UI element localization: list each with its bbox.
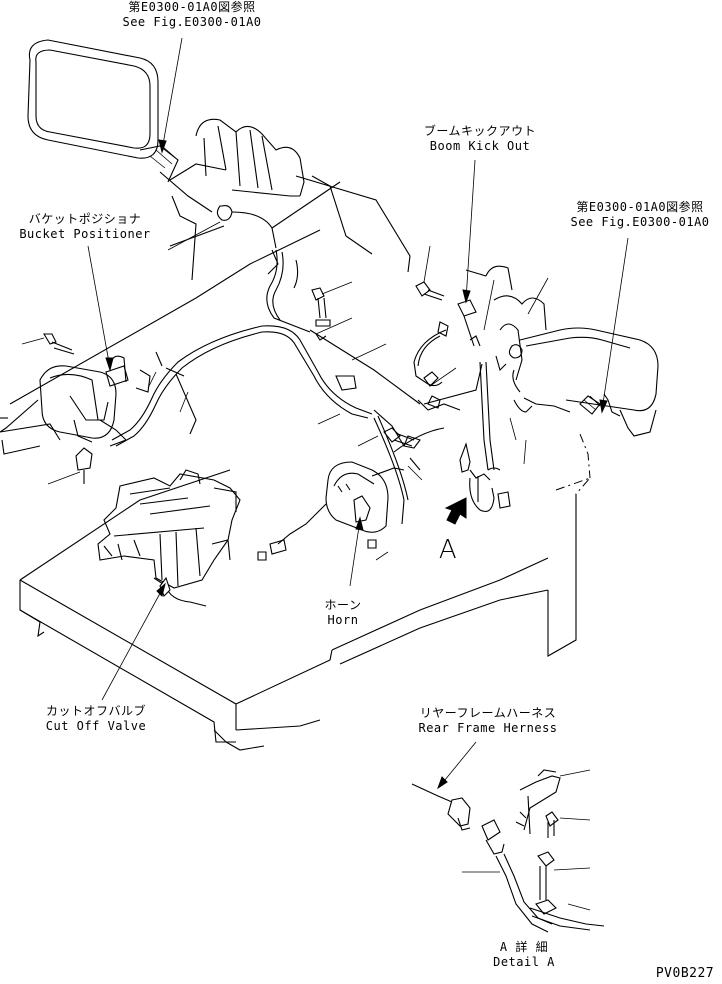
label-boom-kick-out: ブームキックアウト Boom Kick Out bbox=[410, 124, 550, 154]
rear-frame-harness-jp: リヤーフレームハーネス bbox=[419, 706, 557, 720]
label-bucket-positioner: バケットポジショナ Bucket Positioner bbox=[10, 212, 160, 242]
leader-boom-kick-out bbox=[465, 159, 476, 301]
leader-rear-frame-harness bbox=[439, 741, 477, 787]
boom-kick-out-en: Boom Kick Out bbox=[429, 139, 531, 153]
see-fig-left-en: See Fig.E0300-01A0 bbox=[122, 15, 262, 29]
leader-see-fig-left bbox=[161, 37, 183, 151]
label-see-fig-right: 第E0300-01A0図参照 See Fig.E0300-01A0 bbox=[558, 200, 722, 230]
arrowhead-cut-off-valve bbox=[156, 582, 166, 597]
label-rear-frame-harness: リヤーフレームハーネス Rear Frame Herness bbox=[404, 706, 572, 736]
detail-a-en: Detail A bbox=[493, 955, 555, 969]
view-a-arrow bbox=[444, 497, 467, 525]
label-detail-a: A 詳 細 Detail A bbox=[486, 940, 562, 970]
cut-off-valve-drawing bbox=[97, 469, 241, 607]
horn-drawing bbox=[257, 461, 405, 561]
see-fig-right-jp: 第E0300-01A0図参照 bbox=[576, 200, 704, 214]
arrowhead-see-fig-left bbox=[158, 139, 167, 154]
bolts-center bbox=[311, 281, 445, 447]
bucket-positioner-jp: バケットポジショナ bbox=[28, 212, 142, 226]
horn-en: Horn bbox=[327, 613, 359, 627]
see-fig-left-jp: 第E0300-01A0図参照 bbox=[128, 0, 256, 14]
detail-a-jp: A 詳 細 bbox=[499, 940, 549, 954]
arrowhead-see-fig-right bbox=[599, 399, 608, 414]
label-cut-off-valve: カットオフバルブ Cut Off Valve bbox=[30, 704, 162, 734]
leader-lines bbox=[87, 159, 629, 790]
leader-bucket-positioner bbox=[87, 245, 111, 369]
callout-ticks bbox=[47, 221, 549, 561]
bucket-positioner-en: Bucket Positioner bbox=[19, 227, 151, 241]
arrowhead-rear-frame-harness bbox=[437, 776, 448, 790]
label-see-fig-left: 第E0300-01A0図参照 See Fig.E0300-01A0 bbox=[112, 0, 272, 30]
front-frame-drawing bbox=[0, 118, 411, 433]
rear-frame-harness-en: Rear Frame Herness bbox=[418, 721, 558, 735]
cut-off-valve-en: Cut Off Valve bbox=[45, 719, 147, 733]
arrowhead-boom-kick-out bbox=[462, 289, 471, 304]
left-axle-drawing bbox=[0, 333, 163, 484]
arrowhead-horn bbox=[355, 516, 364, 531]
leader-cut-off-valve bbox=[101, 585, 165, 701]
leader-horn bbox=[349, 519, 361, 587]
cut-off-valve-jp: カットオフバルブ bbox=[45, 704, 146, 718]
right-axle-lamp-drawing bbox=[413, 265, 659, 437]
horn-jp: ホーン bbox=[324, 598, 362, 612]
boom-kick-out-jp: ブームキックアウト bbox=[423, 124, 537, 138]
drawing-code: PV0B227 bbox=[655, 966, 715, 981]
label-horn: ホーン Horn bbox=[318, 598, 368, 628]
harness-lines bbox=[111, 181, 495, 525]
arrowhead-bucket-positioner bbox=[105, 357, 114, 372]
detail-a-inset bbox=[411, 769, 605, 933]
connector-area bbox=[459, 433, 592, 640]
leader-see-fig-right bbox=[601, 237, 629, 411]
main-frame-body bbox=[19, 469, 577, 751]
see-fig-right-en: See Fig.E0300-01A0 bbox=[570, 215, 710, 229]
label-view-a: A bbox=[438, 535, 458, 565]
left-lamp-drawing bbox=[27, 39, 213, 213]
